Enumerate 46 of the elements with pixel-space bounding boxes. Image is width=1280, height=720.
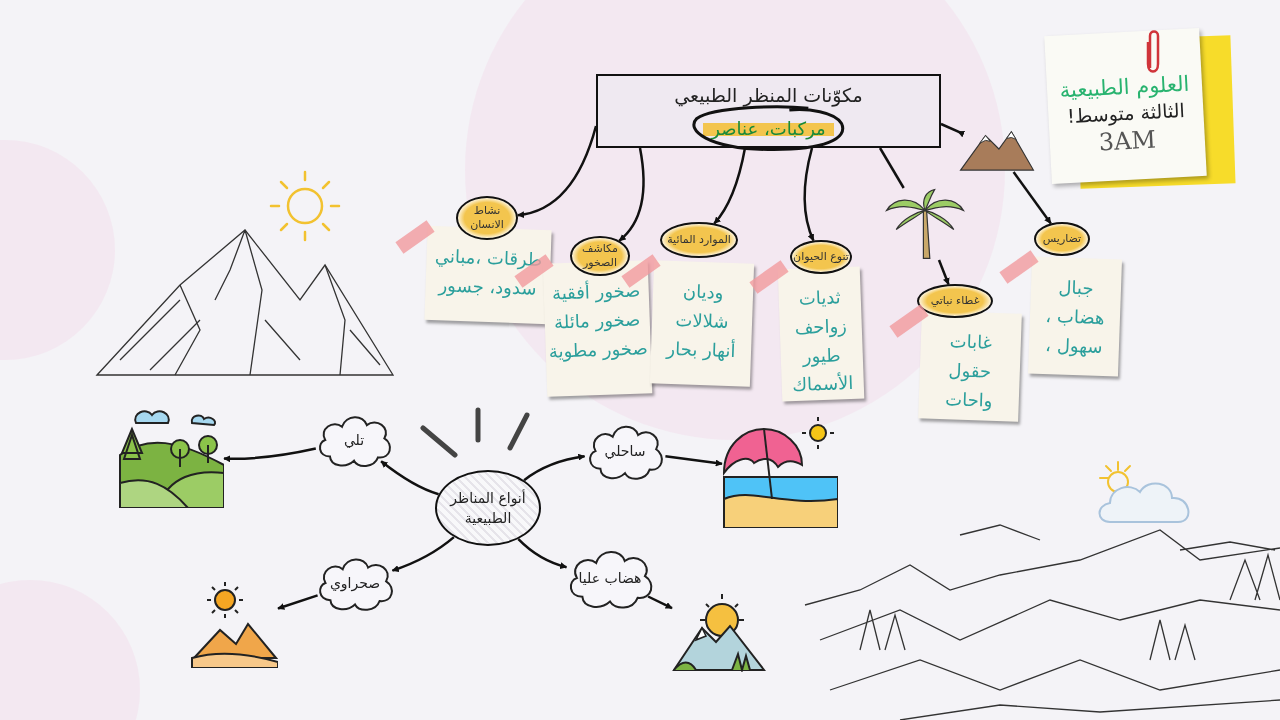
cloud-label: صحراوي [329,575,381,591]
category-label: تنوع الحيوان [793,250,849,264]
subject-title: العلوم الطبيعية [1059,71,1190,103]
cloud-label: ساحلي [604,443,646,459]
category-label: تضاريس [1042,232,1082,246]
category-oval [1034,222,1090,256]
note-card [918,310,1022,422]
connector-line [878,147,905,189]
category-label: غطاء نباتي [930,294,980,308]
cloud-label: هضاب عليا [578,570,642,586]
card-text: صخور أفقية صخور مائلة صخور مطوية [547,278,650,364]
note-card [542,260,653,397]
category-label: نشاط الانسان [469,204,505,232]
category-label: الموارد المائية [667,233,731,247]
arrow [618,147,645,242]
title-box [596,74,941,148]
arrow [223,447,317,463]
arrow [803,147,815,242]
title-text: مكوّنات المنظر الطبيعي [674,83,863,106]
sticky-note [1044,28,1207,184]
arrow [647,595,673,610]
arrow [517,125,598,218]
beach-umbrella-drawing [722,415,838,528]
card-text: جبال هضاب ، سهول ، [1044,275,1106,359]
grade-code: 3AM [1098,125,1157,157]
central-label: أنواع المناظر الطبيعية [448,488,527,528]
arrow [277,594,318,610]
card-text: وديان شلالات أنهار بحار [664,279,737,363]
note-card [777,266,865,402]
arrow [517,538,568,569]
category-label: مكاشف الصخور [581,242,619,270]
card-text: ثديات زواحف طيور الأسماك [790,285,854,398]
note-card [1028,256,1122,377]
card-text: غابات حقول واحات [943,329,994,413]
arrow [937,259,950,285]
arrow [380,460,439,496]
arrow [523,453,586,482]
note-card [649,260,755,387]
arrow [713,147,747,225]
palm-tree-drawing [885,188,965,260]
arrow [391,536,455,572]
cloud-label: تلي [343,432,365,448]
arrow [1012,171,1052,225]
arrow [665,455,723,467]
arrow [940,122,966,138]
card-text: طرقات ،مباني سدود، جسور [433,244,544,301]
